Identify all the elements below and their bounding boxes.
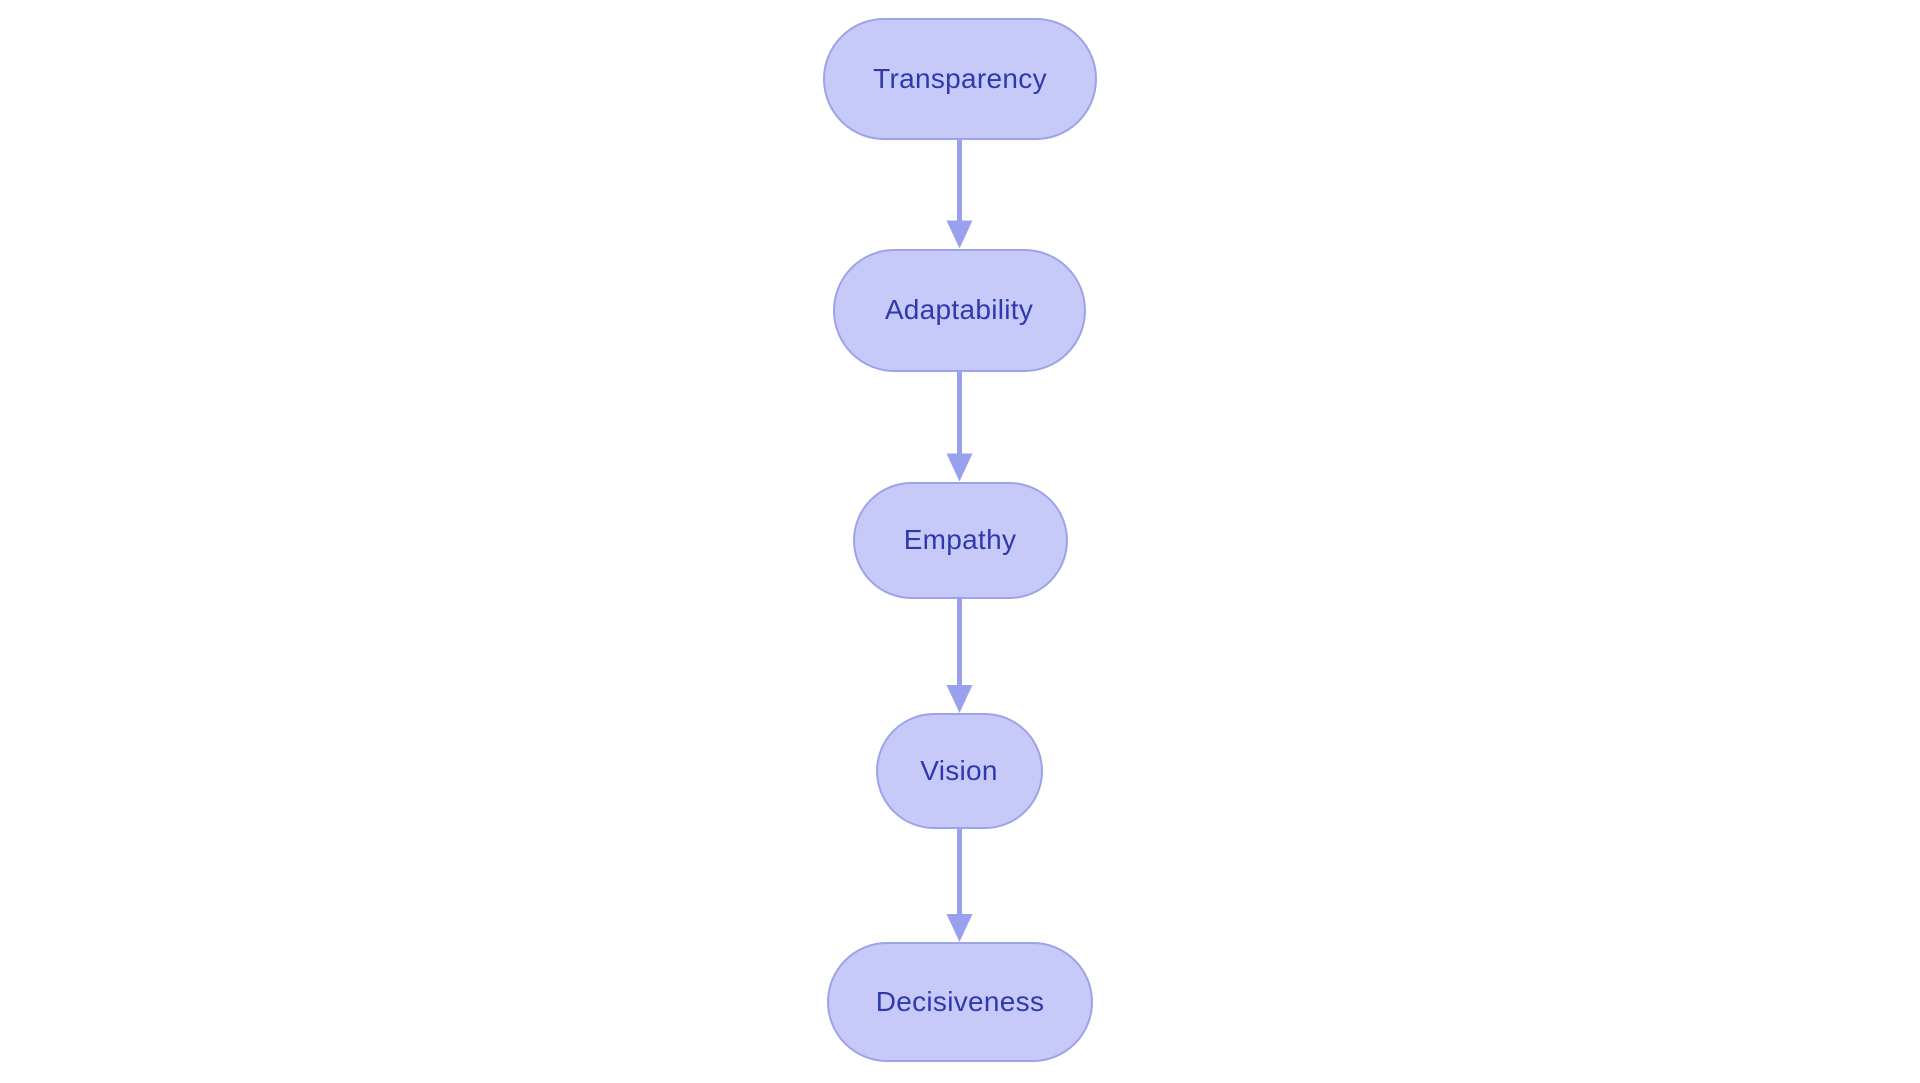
flow-node-label: Transparency [873,63,1047,94]
flow-node-decisiveness: Decisiveness [827,942,1093,1062]
flow-edge-vision-to-decisiveness [946,829,973,942]
arrowhead-icon [946,685,973,713]
flow-edge-empathy-to-vision [946,598,973,713]
arrowhead-icon [946,453,973,482]
flow-edge-adaptability-to-empathy [946,371,973,482]
flow-node-label: Decisiveness [875,986,1045,1017]
flow-edge-transparency-to-adaptability [946,140,973,249]
arrowhead-icon [946,914,973,942]
flow-node-empathy: Empathy [852,481,1068,599]
flow-node-vision: Vision [875,713,1043,829]
flow-node-label: Adaptability [884,294,1034,325]
flow-node-label: Vision [920,755,998,786]
flow-node-transparency: Transparency [823,18,1097,140]
flow-node-adaptability: Adaptability [832,248,1086,372]
flow-node-label: Empathy [903,524,1017,555]
arrowhead-icon [946,220,973,249]
